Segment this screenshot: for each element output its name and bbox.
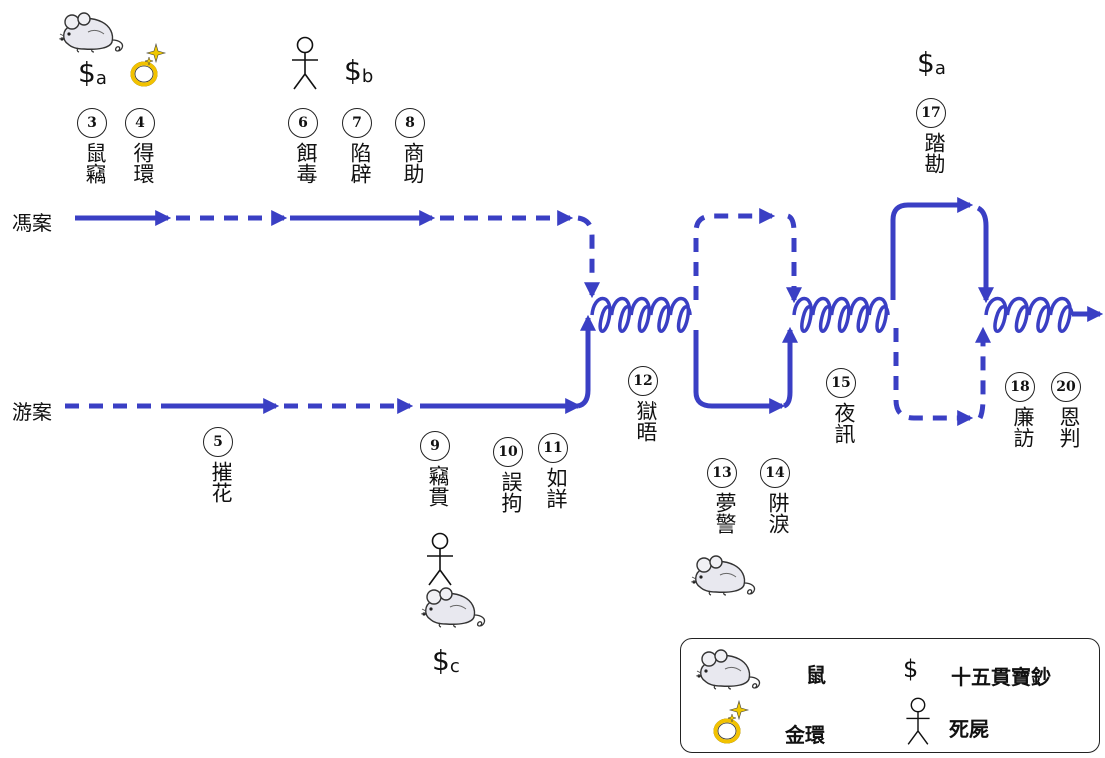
dollar-icon: $ [78,56,96,89]
dollar-icon: $ [917,46,935,79]
dollar-icon: $ [344,54,362,87]
event-number-9: 9 [420,431,450,461]
event-label-15: 夜訊 [832,402,856,444]
loop2-right-solid-down [976,205,995,304]
event-label-5: 摧花 [209,461,233,503]
event-label-18: 廉訪 [1011,406,1035,448]
money-sub-b: b [361,66,374,87]
loop2-top-solid [890,196,974,300]
event-label-12: 獄晤 [634,400,658,442]
money-sub-a: a [934,58,946,79]
legend-mouse-label: 鼠 [806,663,826,687]
event-number-6: 6 [288,108,318,138]
mouse-icon [690,555,756,596]
ring-icon [712,699,750,745]
event-number-4: 4 [125,108,155,138]
event-label-4: 得環 [131,142,155,184]
event-number-18: 18 [1005,372,1035,402]
you-line-solid-up [577,314,597,409]
money-a-1: $a [78,58,107,94]
event-number-8: 8 [395,108,425,138]
event-number-17: 17 [916,98,946,128]
event-label-14: 阱淚 [766,492,790,534]
money-a-2: $a [917,48,946,84]
event-label-13: 夢警 [713,492,737,534]
event-number-20: 20 [1051,372,1081,402]
event-label-11: 如詳 [544,467,568,509]
loop2-right-dashed-up [974,326,992,420]
event-label-6: 餌毒 [294,142,318,184]
ring-icon [129,42,167,88]
feng-line-dashed-down [577,215,601,299]
money-sub-c: c [449,656,460,677]
coil-3 [984,296,1074,333]
stick-figure-icon [905,697,931,746]
event-label-3: 鼠竊 [83,142,107,184]
loop2-bottom-dashed [893,328,974,427]
event-label-17: 踏勘 [922,132,946,174]
coil-1 [590,296,692,333]
mouse-icon [420,587,486,628]
event-label-10: 誤拘 [499,471,523,513]
loop1-bottom-solid [693,330,786,415]
case-label-feng: 馮案 [12,211,52,235]
case-label-you: 游案 [12,400,52,424]
money-b: $b [344,56,373,92]
event-number-7: 7 [342,108,372,138]
event-label-8: 商助 [401,142,425,184]
coil-2 [792,296,890,333]
legend-corpse-label: 死屍 [949,717,989,741]
stick-figure-icon [291,36,319,90]
money-c: $c [432,646,460,682]
legend-money-label: 十五貫寶鈔 [951,665,1051,689]
mouse-icon [58,12,124,53]
dollar-icon: $ [903,655,919,683]
loop1-right-dashed-down [785,213,803,304]
event-number-3: 3 [77,108,107,138]
event-number-11: 11 [538,433,568,463]
mouse-icon [695,649,761,690]
event-number-14: 14 [760,458,790,488]
dollar-icon: $ [432,644,450,677]
event-number-15: 15 [826,368,856,398]
legend-box: 鼠 $ 十五貫寶鈔 金環 死屍 [680,638,1100,753]
stick-figure-icon [426,532,454,586]
legend-ring-label: 金環 [785,723,825,747]
event-number-5: 5 [203,427,233,457]
money-sub-a: a [95,68,107,89]
event-label-9: 竊貫 [426,465,450,507]
loop1-right-solid-up [781,326,799,409]
event-label-20: 恩判 [1057,406,1081,448]
event-number-12: 12 [628,366,658,396]
event-number-10: 10 [493,437,523,467]
event-label-7: 陷辟 [348,142,372,184]
event-number-13: 13 [707,458,737,488]
loop1-top-dashed [693,207,776,300]
